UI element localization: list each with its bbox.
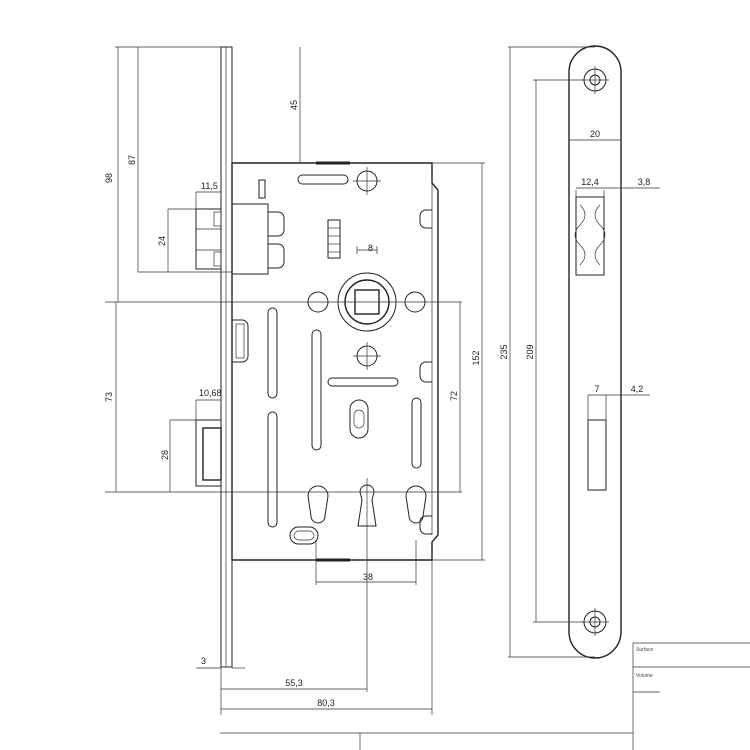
dim-87: 87 <box>127 155 137 165</box>
dim-55-3: 55,3 <box>285 678 303 688</box>
latch-bolt <box>195 179 285 275</box>
title-block-surface: Surface <box>636 647 653 653</box>
dim-24: 24 <box>157 236 167 246</box>
dim-98: 98 <box>104 173 114 183</box>
dim-4-2: 4,2 <box>631 384 644 394</box>
faceplate-side-view <box>220 46 233 668</box>
dim-80-3: 80,3 <box>317 698 335 708</box>
keyholes <box>307 478 427 530</box>
dim-28: 28 <box>160 450 170 460</box>
dim-45: 45 <box>289 100 299 110</box>
dim-3: 3 <box>201 656 206 666</box>
dim-209: 209 <box>525 344 535 359</box>
lock-body <box>231 161 439 562</box>
faceplate-front-view <box>508 45 660 659</box>
dim-152: 152 <box>471 350 481 365</box>
title-block <box>220 642 750 750</box>
left-dimensions <box>115 46 301 492</box>
dim-20: 20 <box>590 129 600 139</box>
dim-72: 72 <box>449 391 459 401</box>
screw-holes <box>307 167 426 370</box>
dim-235: 235 <box>499 344 509 359</box>
body-slots <box>267 174 432 545</box>
body-dimensions <box>196 162 485 715</box>
dim-7: 7 <box>594 384 599 394</box>
deadbolt <box>195 319 249 487</box>
dim-8: 8 <box>368 243 373 253</box>
title-block-volume: Volume <box>636 673 653 679</box>
dim-10-68: 10,68 <box>199 388 222 398</box>
dim-12-4: 12,4 <box>581 177 599 187</box>
center-lines <box>105 301 462 493</box>
dim-73: 73 <box>104 392 114 402</box>
dim-11-5: 11,5 <box>201 181 218 191</box>
dim-38: 38 <box>363 572 373 582</box>
dim-3-8: 3,8 <box>638 177 651 187</box>
